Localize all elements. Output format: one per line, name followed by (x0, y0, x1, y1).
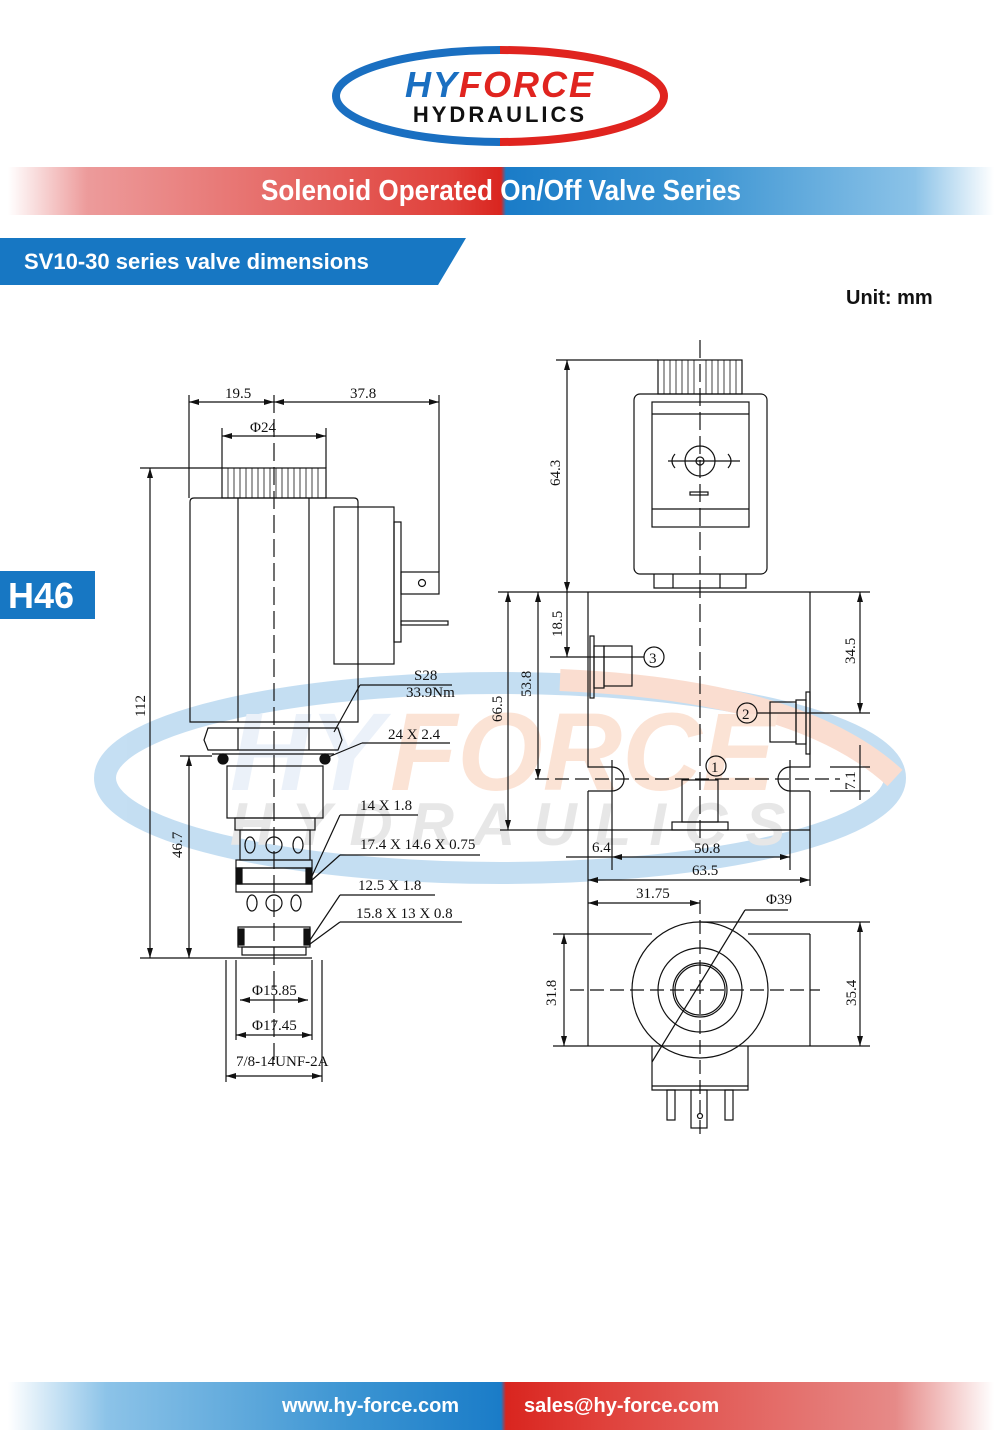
email-link[interactable]: sales@hy-force.com (524, 1395, 720, 1417)
dim-oring-12-5: 12.5 X 1.8 (358, 878, 421, 894)
dim-66-5: 66.5 (490, 696, 506, 722)
product-code-badge: H46 (0, 571, 95, 619)
logo-ellipse-icon (332, 46, 668, 146)
dim-46-7: 46.7 (170, 831, 186, 858)
dim-phi39: Φ39 (766, 892, 792, 908)
dim-thread: 7/8-14UNF-2A (236, 1054, 329, 1070)
dim-18-5: 18.5 (550, 611, 566, 637)
dim-torque: 33.9Nm (406, 685, 455, 701)
series-banner: Solenoid Operated On/Off Valve Series (8, 167, 994, 215)
logo-force: FORCE (459, 64, 595, 105)
logo-text-hydraulics: HYDRAULICS (412, 102, 588, 127)
dim-63-5: 63.5 (692, 863, 718, 879)
dim-backup-15-8: 15.8 X 13 X 0.8 (356, 906, 453, 922)
dim-oring-14: 14 X 1.8 (360, 798, 412, 814)
dim-7-1: 7.1 (843, 771, 859, 790)
product-code: H46 (8, 575, 75, 616)
banner-title: Solenoid Operated On/Off Valve Series (260, 175, 742, 207)
company-logo: HYFORCE HYDRAULICS (332, 46, 668, 146)
logo-hy: HY (404, 64, 459, 105)
dim-112: 112 (133, 695, 149, 717)
dim-phi15-85: Φ15.85 (252, 983, 297, 999)
dim-backup-17-4: 17.4 X 14.6 X 0.75 (360, 837, 475, 853)
contact-footer: www.hy-force.com sales@hy-force.com (8, 1382, 994, 1430)
dim-64-3: 64.3 (548, 460, 564, 486)
website-link[interactable]: www.hy-force.com (282, 1395, 460, 1417)
dim-hex-s28: S28 (414, 668, 437, 684)
dim-6-4: 6.4 (592, 840, 611, 856)
port-1-label: 1 (711, 760, 719, 776)
dim-34-5: 34.5 (843, 638, 859, 664)
svg-text:FORCE: FORCE (390, 691, 779, 814)
dim-31-8: 31.8 (544, 980, 560, 1006)
dim-19-5: 19.5 (225, 386, 251, 402)
unit-label: Unit: mm (846, 287, 933, 309)
dim-53-8: 53.8 (519, 671, 535, 697)
dim-oring-24: 24 X 2.4 (388, 727, 441, 743)
section-title: SV10-30 series valve dimensions (24, 249, 369, 274)
section-tab: SV10-30 series valve dimensions (0, 238, 466, 285)
dim-31-75: 31.75 (636, 886, 670, 902)
dim-35-4: 35.4 (844, 979, 860, 1006)
dim-phi24: Φ24 (250, 420, 276, 436)
dim-50-8: 50.8 (694, 841, 720, 857)
port-3-label: 3 (649, 651, 657, 667)
svg-text:HY: HY (230, 691, 391, 814)
dim-37-8: 37.8 (350, 386, 376, 402)
port-2-label: 2 (742, 707, 750, 723)
dim-phi17-45: Φ17.45 (252, 1018, 297, 1034)
logo-text-hyforce: HYFORCE (332, 64, 668, 106)
